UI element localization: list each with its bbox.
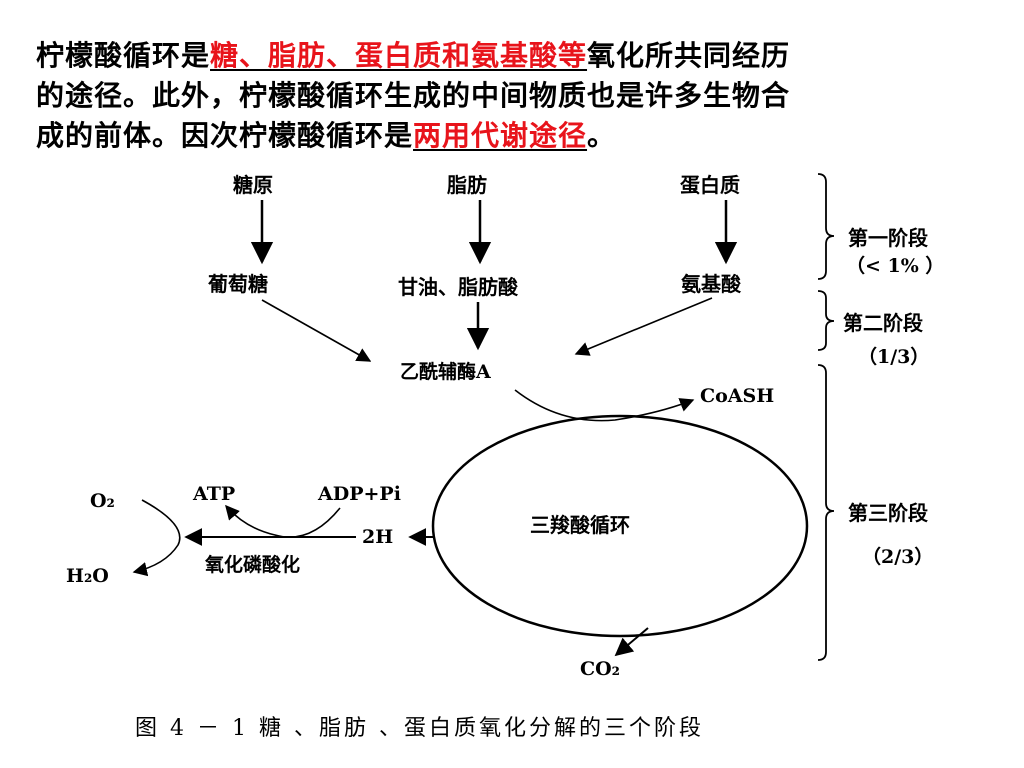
stage-2-name: 第二阶段 — [843, 311, 923, 335]
product-glucose: 葡萄糖 — [207, 272, 268, 296]
stage-1-name: 第一阶段 — [848, 226, 928, 250]
stage-1-share: （< 1% ） — [846, 254, 944, 277]
arrow-o2-h2o — [132, 499, 181, 577]
atp-label: ATP — [192, 483, 235, 505]
o2-label: O₂ — [90, 490, 115, 512]
source-protein: 蛋白质 — [680, 173, 740, 197]
co2-label: CO₂ — [580, 658, 620, 680]
adp-pi-label: ADP+Pi — [317, 483, 401, 505]
two-h-label: 2H — [362, 526, 393, 548]
tca-cycle-label: 三羧酸循环 — [530, 513, 630, 537]
intro-line1-highlight: 糖、脂肪、蛋白质和氨基酸等 — [210, 39, 588, 72]
intro-line-1: 柠檬酸循环是糖、脂肪、蛋白质和氨基酸等氧化所共同经历 — [36, 36, 996, 76]
arrow-glucose-acetylcoa — [261, 299, 372, 362]
product-aminoacid: 氨基酸 — [681, 272, 742, 296]
brace-stage-3 — [817, 364, 835, 661]
arrow-adp-atp — [225, 504, 341, 538]
figure-caption: 图 4 － 1 糖 、脂肪 、蛋白质氧化分解的三个阶段 — [135, 716, 704, 741]
intro-line-2: 的途径。此外，柠檬酸循环生成的中间物质也是许多生物合 — [36, 79, 791, 112]
arrow-cycle-co2 — [614, 627, 649, 657]
arrow-aminoacid-acetylcoa — [574, 297, 713, 356]
intro-line-3: 成的前体。因次柠檬酸循环是两用代谢途径。 — [36, 116, 996, 156]
stage-3-share: （2/3） — [862, 545, 933, 568]
oxphos-label: 氧化磷酸化 — [205, 553, 300, 576]
intro-line1-suffix: 氧化所共同经历 — [587, 39, 791, 72]
coash-label: CoASH — [700, 385, 774, 407]
arrow-acetylcoa-coash — [514, 389, 695, 422]
product-glycerol-fattyacid: 甘油、脂肪酸 — [398, 275, 519, 299]
intro-paragraph: 柠檬酸循环是糖、脂肪、蛋白质和氨基酸等氧化所共同经历 的途径。此外，柠檬酸循环生… — [36, 36, 996, 156]
stage-2-share: （1/3） — [858, 345, 929, 368]
source-glycogen: 糖原 — [233, 173, 273, 197]
intro-line3-prefix: 成的前体。因次柠檬酸循环是 — [36, 119, 414, 152]
h2o-label: H₂O — [66, 565, 109, 587]
source-fat: 脂肪 — [447, 173, 487, 197]
brace-stage-2 — [817, 290, 835, 351]
intro-line3-highlight: 两用代谢途径 — [413, 119, 588, 152]
brace-stage-1 — [817, 173, 835, 280]
acetyl-coa-label: 乙酰辅酶A — [400, 360, 491, 383]
tca-cycle-circle — [431, 414, 809, 638]
intro-line3-suffix: 。 — [587, 119, 617, 152]
intro-line1-prefix: 柠檬酸循环是 — [36, 39, 211, 72]
stage-3-name: 第三阶段 — [848, 501, 928, 525]
